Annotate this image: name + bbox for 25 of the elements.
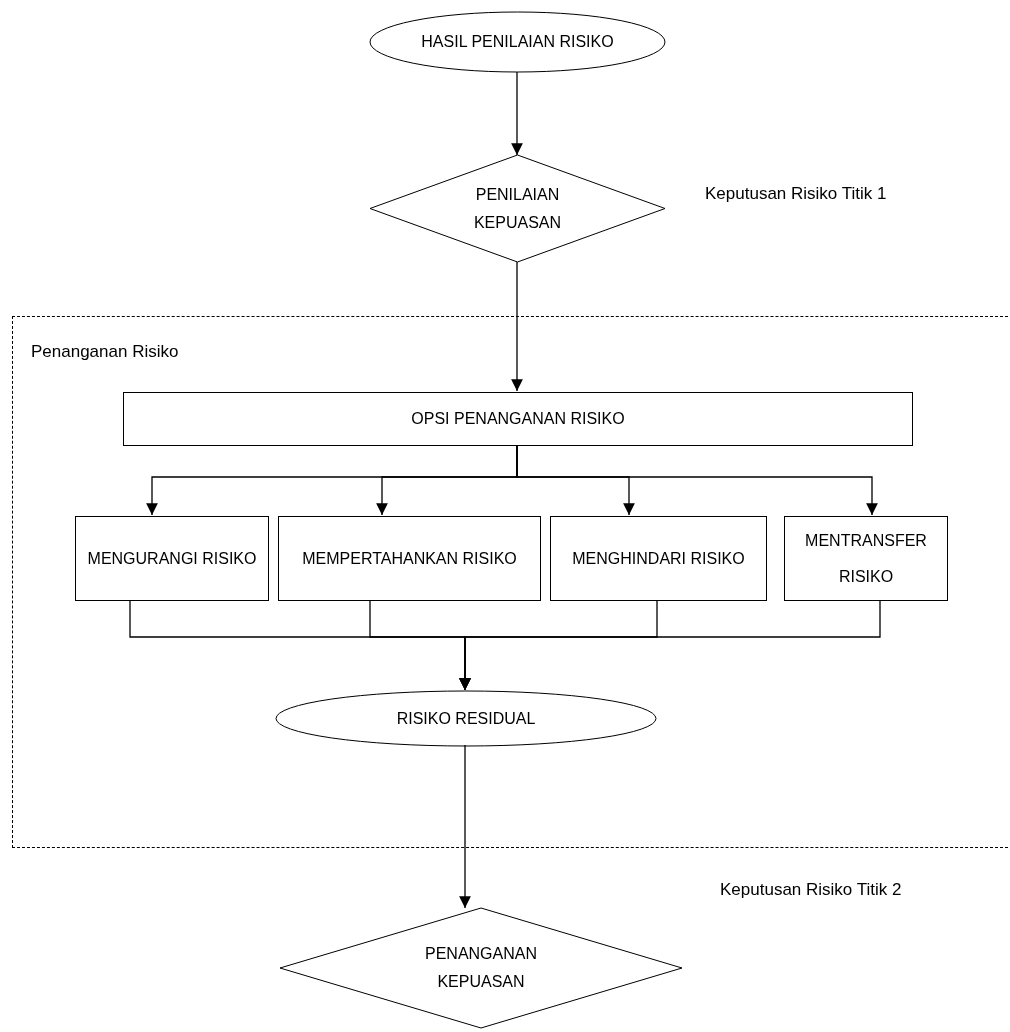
decision-label: Keputusan Risiko Titik 1 <box>705 183 887 205</box>
process-box <box>123 392 913 446</box>
node-text: Penanganan Risiko <box>31 341 179 363</box>
node-text: PENILAIAN KEPUASAN <box>473 185 562 231</box>
node-text: MEMPERTAHANKAN RISIKO <box>302 548 517 569</box>
dashed-group-frame <box>12 316 1008 848</box>
process-box <box>784 516 948 601</box>
terminal-ellipse <box>276 691 656 746</box>
node-text: OPSI PENANGANAN RISIKO <box>411 409 625 429</box>
node-text: RISIKO RESIDUAL <box>396 709 536 727</box>
process-box <box>550 516 767 601</box>
process-box <box>278 516 541 601</box>
decision-label: Keputusan Risiko Titik 2 <box>720 879 902 901</box>
arrow <box>511 71 523 156</box>
arrow <box>511 261 523 392</box>
node-text: PENANGANAN KEPUASAN <box>425 945 537 990</box>
node-text: MENTRANSFER RISIKO <box>804 530 928 587</box>
arrow <box>516 444 878 516</box>
terminal-ellipse <box>370 12 665 72</box>
arrow <box>459 744 471 909</box>
process-box <box>75 516 269 601</box>
node-text: MENGURANGI RISIKO <box>87 548 257 569</box>
arrow <box>459 599 881 691</box>
node-text: HASIL PENILAIAN RISIKO <box>421 33 614 50</box>
node-text: MENGHINDARI RISIKO <box>572 548 745 569</box>
